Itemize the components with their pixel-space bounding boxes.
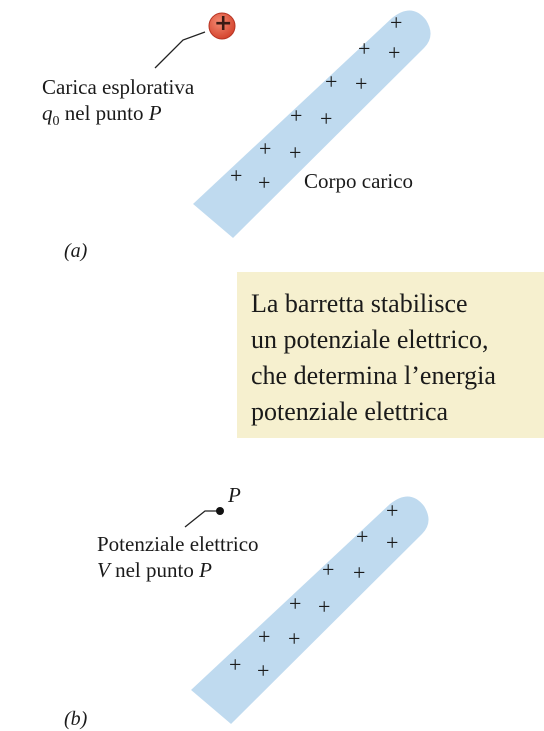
- part-label-a: (a): [64, 240, 88, 262]
- part-label-b: (b): [64, 708, 88, 730]
- plus-sign: +: [353, 560, 366, 585]
- plus-sign: +: [388, 40, 401, 65]
- point-p-leader: [184, 510, 220, 528]
- test-charge-label-line2: q0 nel punto P: [42, 101, 162, 130]
- plus-sign: +: [288, 626, 301, 651]
- explanation-line: un potenziale elettrico,: [251, 325, 489, 354]
- electric-potential-label-line1: Potenziale elettrico: [97, 532, 259, 556]
- charged-body-label: Corpo carico: [304, 169, 414, 193]
- plus-sign: +: [289, 140, 302, 165]
- explanation-line: La barretta stabilisce: [251, 289, 468, 318]
- explanation-box: La barretta stabilisce un potenziale ele…: [237, 272, 544, 438]
- point-p-marker: [216, 507, 224, 515]
- plus-sign: +: [230, 163, 243, 188]
- plus-sign: +: [322, 557, 335, 582]
- test-charge-plus: +: [214, 11, 233, 36]
- plus-sign: +: [318, 594, 331, 619]
- plus-sign: +: [258, 170, 271, 195]
- rod-fade: [182, 690, 231, 731]
- charged-rod: [193, 10, 431, 239]
- test-charge-leader: [154, 31, 206, 69]
- test-charge: [208, 12, 236, 40]
- electric-potential-label: Potenziale elettrico V nel punto P: [97, 531, 259, 583]
- electric-potential-label-line2: V nel punto P: [97, 558, 212, 582]
- plus-sign: +: [356, 524, 369, 549]
- explanation-line: potenziale elettrica: [251, 397, 449, 426]
- test-charge-label: Carica esplorativa q0 nel punto P: [42, 74, 194, 135]
- plus-sign: +: [259, 136, 272, 161]
- explanation-line: che determina l’energia: [251, 361, 496, 390]
- panel-a-drawing: [154, 10, 431, 246]
- test-charge-label-line1: Carica esplorativa: [42, 75, 195, 99]
- plus-sign: +: [325, 69, 338, 94]
- plus-sign: +: [320, 106, 333, 131]
- plus-sign: +: [289, 591, 302, 616]
- point-p-label: P: [228, 483, 241, 507]
- plus-sign: +: [290, 103, 303, 128]
- rod-fade: [184, 204, 233, 246]
- plus-sign: +: [390, 10, 403, 35]
- plus-sign: +: [229, 652, 242, 677]
- plus-sign: +: [355, 71, 368, 96]
- plus-sign: +: [257, 658, 270, 683]
- plus-sign: +: [386, 530, 399, 555]
- plus-sign: +: [358, 36, 371, 61]
- plus-sign: +: [258, 624, 271, 649]
- plus-sign: +: [386, 498, 399, 523]
